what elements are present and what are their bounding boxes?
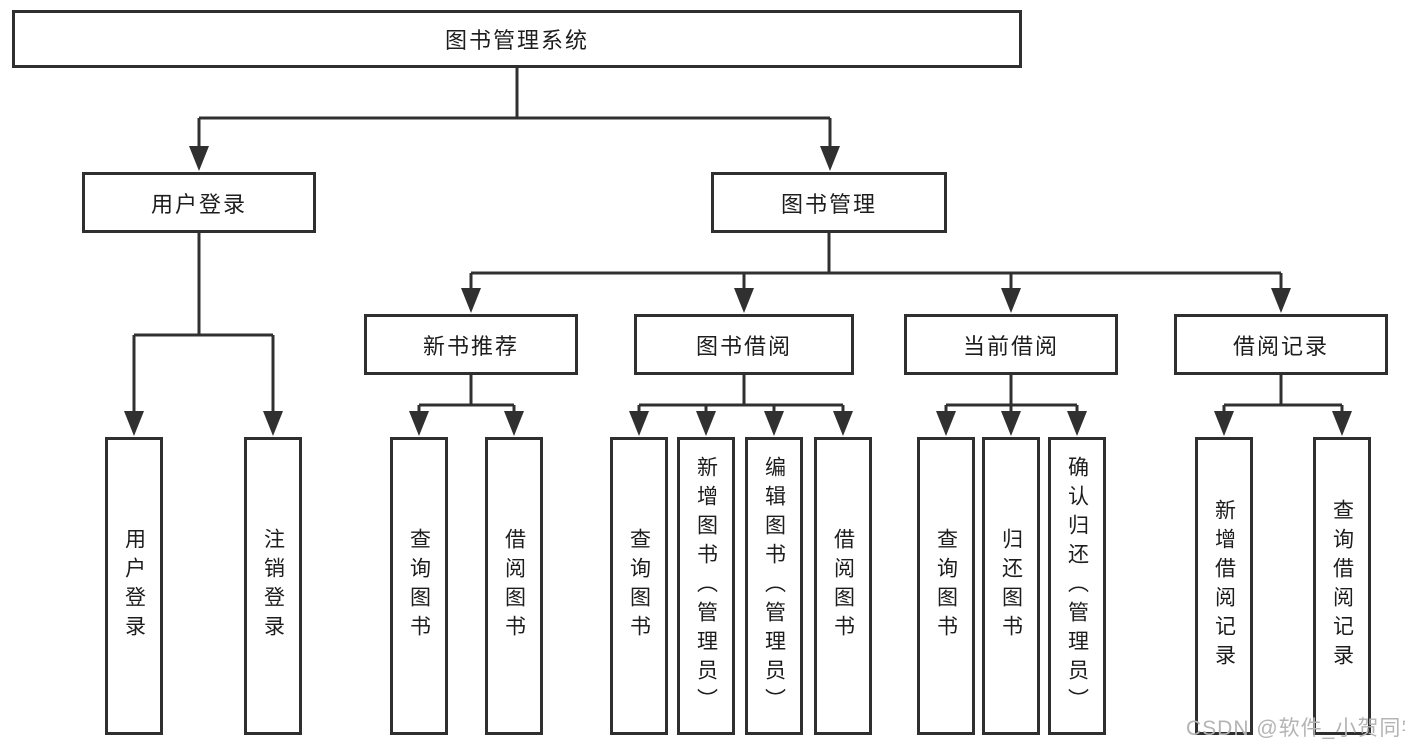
leaf-return-book-label: 归还图书	[999, 528, 1023, 644]
leaf-logout-label: 注销登录	[261, 528, 285, 644]
node-new-book-recommend: 新书推荐	[364, 314, 578, 375]
leaf-borrow-books-recommend: 借阅图书	[485, 437, 543, 735]
node-borrow-records-label: 借阅记录	[1232, 333, 1329, 359]
leaf-add-borrow-record-label: 新增借阅记录	[1212, 499, 1236, 673]
leaf-query-books-current-label: 查询图书	[934, 528, 958, 644]
node-user-login: 用户登录	[82, 172, 316, 233]
leaf-query-books-borrow: 查询图书	[610, 437, 668, 735]
leaf-add-borrow-record: 新增借阅记录	[1195, 437, 1253, 735]
leaf-query-borrow-record: 查询借阅记录	[1313, 437, 1371, 735]
watermark: CSDN @软件_小贺同学	[1186, 717, 1405, 740]
node-book-management-label: 图书管理	[780, 191, 877, 217]
leaf-user-login: 用户登录	[105, 437, 163, 735]
leaf-user-login-label: 用户登录	[122, 528, 146, 644]
node-new-book-recommend-label: 新书推荐	[422, 333, 519, 359]
leaf-confirm-return-admin: 确认归还（管理员）	[1048, 437, 1106, 735]
leaf-add-book-admin: 新增图书（管理员）	[677, 437, 735, 735]
leaf-query-books-recommend: 查询图书	[390, 437, 448, 735]
leaf-return-book: 归还图书	[982, 437, 1040, 735]
leaf-edit-book-admin: 编辑图书（管理员）	[745, 437, 803, 735]
leaf-confirm-return-admin-label: 确认归还（管理员）	[1065, 455, 1089, 717]
node-borrow-records: 借阅记录	[1174, 314, 1388, 375]
leaf-borrow-books: 借阅图书	[814, 437, 872, 735]
node-root: 图书管理系统	[12, 10, 1022, 68]
leaf-query-books-current: 查询图书	[917, 437, 975, 735]
node-book-management: 图书管理	[711, 172, 947, 233]
node-book-borrow: 图书借阅	[634, 314, 854, 375]
node-user-login-label: 用户登录	[150, 191, 247, 217]
leaf-borrow-books-label: 借阅图书	[831, 528, 855, 644]
leaf-query-borrow-record-label: 查询借阅记录	[1330, 499, 1354, 673]
leaf-query-books-borrow-label: 查询图书	[627, 528, 651, 644]
node-book-borrow-label: 图书借阅	[695, 333, 792, 359]
leaf-edit-book-admin-label: 编辑图书（管理员）	[762, 455, 786, 717]
leaf-add-book-admin-label: 新增图书（管理员）	[694, 455, 718, 717]
node-current-borrow-label: 当前借阅	[962, 333, 1059, 359]
node-root-label: 图书管理系统	[444, 28, 589, 53]
leaf-query-books-recommend-label: 查询图书	[407, 528, 431, 644]
leaf-borrow-books-recommend-label: 借阅图书	[502, 528, 526, 644]
node-current-borrow: 当前借阅	[904, 314, 1118, 375]
leaf-logout: 注销登录	[244, 437, 302, 735]
